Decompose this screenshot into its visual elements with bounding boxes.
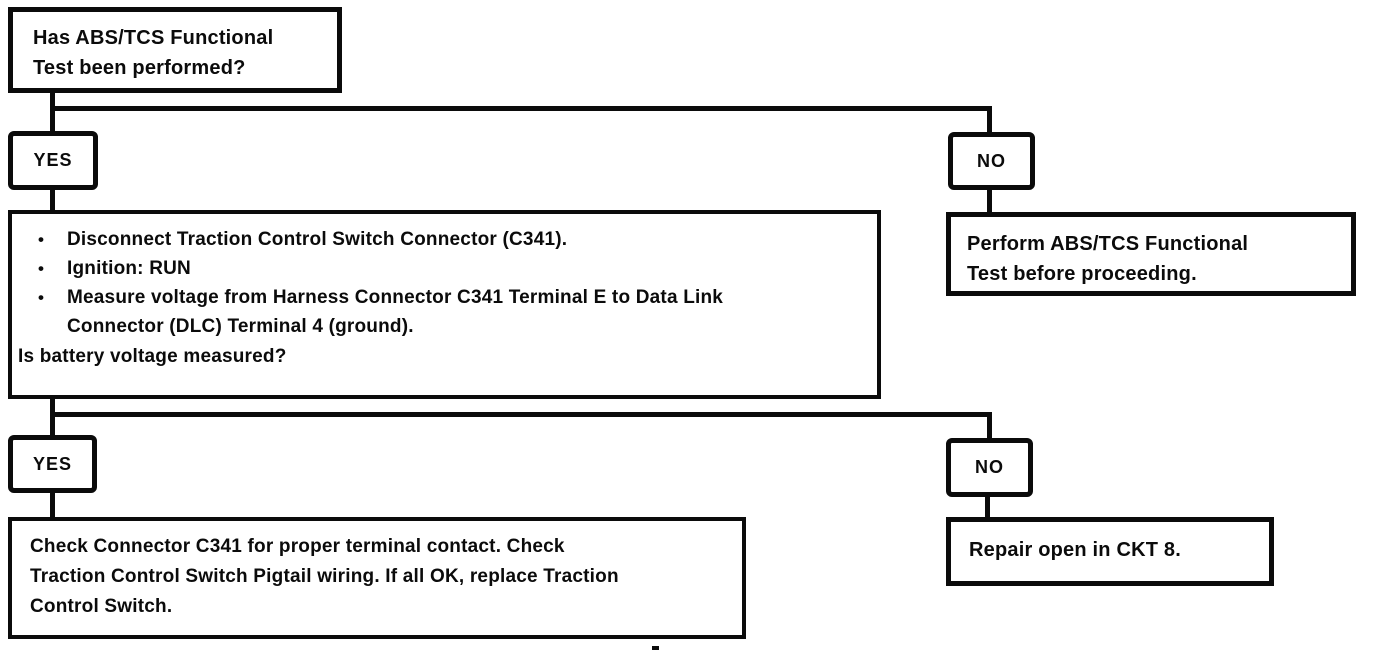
connector-branch1-horizontal: [50, 106, 992, 111]
node-branch2-yes: YES: [8, 435, 97, 493]
connector-start-to-yes1: [50, 90, 55, 132]
bullet-icon: •: [38, 230, 45, 249]
node-branch2-no: NO: [946, 438, 1033, 497]
connector-branch2-to-no2: [987, 412, 992, 439]
start-question-text: Has ABS/TCS Functional Test been perform…: [33, 27, 274, 79]
node-no1-action: Perform ABS/TCS Functional Test before p…: [946, 212, 1356, 296]
bullet-item-disconnect: • Disconnect Traction Control Switch Con…: [18, 225, 863, 254]
bullet-icon: •: [38, 259, 45, 278]
bullet-item-ignition: • Ignition: RUN: [18, 254, 863, 283]
perform-test-text: Perform ABS/TCS Functional Test before p…: [967, 233, 1249, 285]
branch2-no-label: NO: [975, 457, 1004, 477]
node-start-question: Has ABS/TCS Functional Test been perform…: [8, 7, 342, 93]
bullet-item-measure: • Measure voltage from Harness Connector…: [18, 283, 863, 341]
branch2-yes-label: YES: [32, 453, 73, 474]
scan-artifact-dot: [652, 646, 659, 650]
connector-no1-to-perform: [987, 189, 992, 213]
connector-no2-to-repair: [985, 496, 990, 518]
bullet-icon: •: [38, 288, 45, 307]
node-branch1-no: NO: [948, 132, 1035, 190]
connector-yes2-to-check: [50, 492, 55, 518]
bullet-text-disconnect: Disconnect Traction Control Switch Conne…: [67, 229, 568, 250]
bullet-text-ignition: Ignition: RUN: [67, 258, 191, 279]
node-branch1-yes: YES: [8, 131, 98, 190]
battery-voltage-question: Is battery voltage measured?: [18, 346, 287, 367]
connector-yes1-to-action: [50, 189, 55, 211]
branch1-yes-label: YES: [33, 150, 73, 170]
node-yes1-action: • Disconnect Traction Control Switch Con…: [8, 210, 881, 399]
branch1-no-label: NO: [977, 150, 1006, 171]
connector-branch2-horizontal: [50, 412, 992, 417]
bullet-text-measure: Measure voltage from Harness Connector C…: [67, 287, 724, 337]
node-no2-action: Repair open in CKT 8.: [946, 517, 1274, 586]
repair-open-text: Repair open in CKT 8.: [969, 539, 1182, 561]
node-yes2-action: Check Connector C341 for proper terminal…: [8, 517, 746, 639]
connector-branch1-to-no1: [987, 106, 992, 133]
check-connector-text: Check Connector C341 for proper terminal…: [30, 536, 619, 617]
